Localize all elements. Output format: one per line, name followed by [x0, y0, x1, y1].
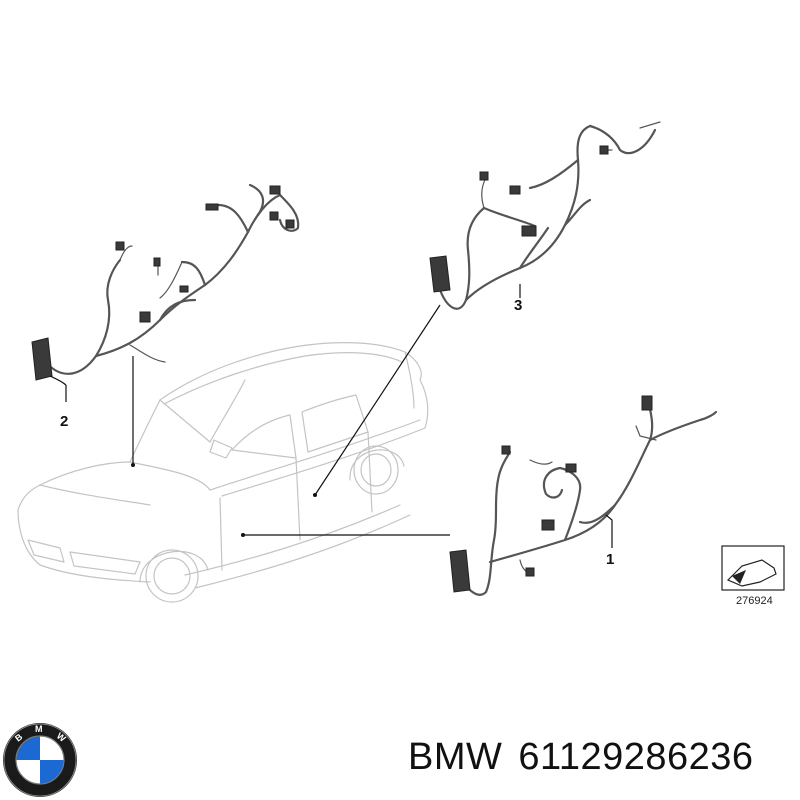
car-outline	[17, 342, 429, 603]
wiring-harness-icon	[31, 183, 300, 381]
callout-2: 2	[60, 413, 68, 430]
reference-code: 276924	[736, 595, 773, 607]
brand-name: BMW	[408, 736, 503, 778]
bmw-logo-icon: B M W	[3, 723, 77, 797]
svg-text:M: M	[35, 724, 43, 734]
leader-lines	[49, 284, 613, 548]
svg-text:B: B	[13, 731, 25, 743]
callout-1: 1	[606, 551, 614, 568]
part-number: 61129286236	[518, 736, 754, 778]
reference-symbol-icon	[721, 545, 785, 591]
callout-3: 3	[514, 297, 522, 314]
wiring-harness-icon	[449, 395, 718, 596]
part-label: BMW 61129286236	[408, 736, 770, 779]
wiring-harness-icon	[429, 121, 661, 310]
